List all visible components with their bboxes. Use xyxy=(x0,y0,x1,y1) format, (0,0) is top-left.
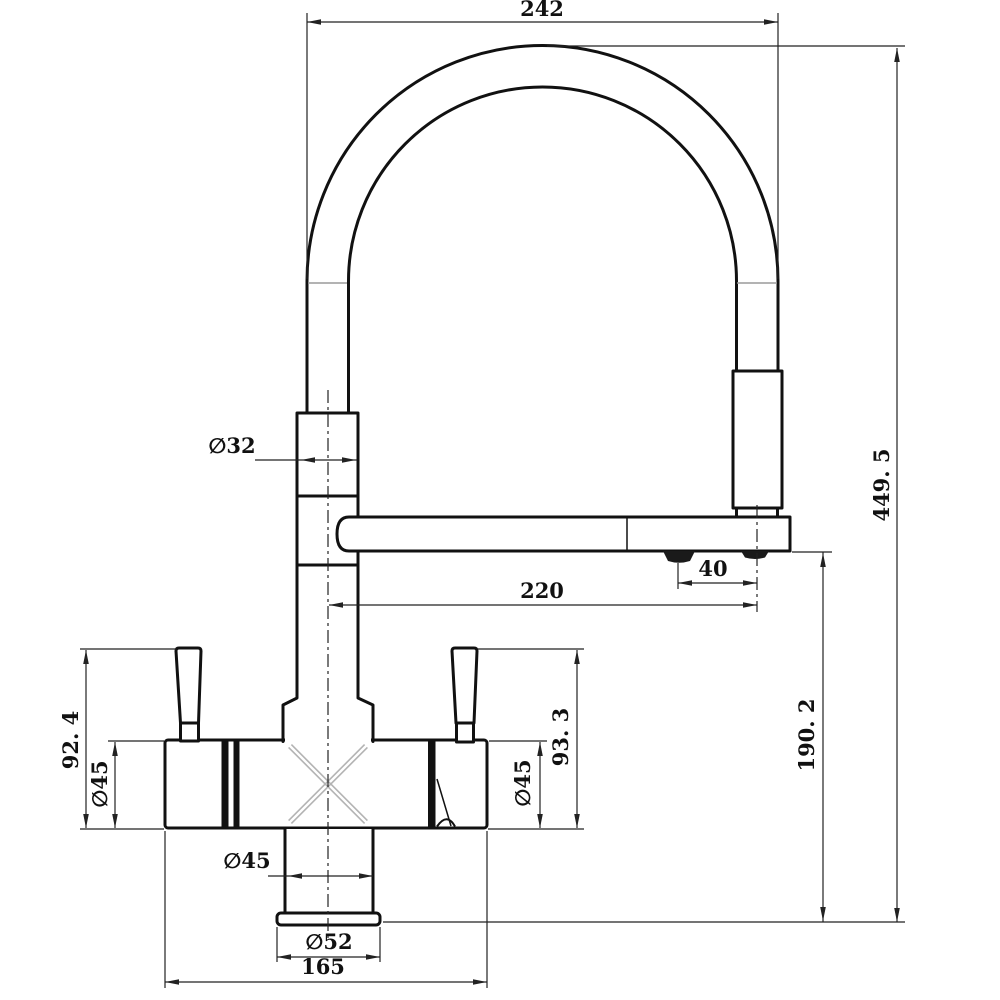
dimension-arrows xyxy=(83,19,900,985)
dim-base-flange-diameter: ∅52 xyxy=(305,929,352,954)
dim-right-body-diameter: ∅45 xyxy=(510,759,535,806)
dim-base-column-diameter: ∅45 xyxy=(223,848,270,873)
hose-arc xyxy=(305,44,780,415)
dim-nozzle-offset: 40 xyxy=(698,556,727,581)
dimension-lines xyxy=(85,21,898,983)
right-joint-arc xyxy=(436,818,456,828)
left-collar-ring xyxy=(221,741,229,827)
dimension-labels: 242 449. 5 ∅32 40 220 190. 2 92. 4 ∅45 9… xyxy=(58,0,894,979)
dim-riser-diameter: ∅32 xyxy=(208,433,255,458)
right-handle xyxy=(450,646,479,744)
right-joint-line xyxy=(436,778,452,827)
dim-spout-clearance-height: 190. 2 xyxy=(794,698,819,771)
dim-hose-arc-width: 242 xyxy=(520,0,564,21)
dim-right-handle-height: 93. 3 xyxy=(548,708,573,766)
dim-left-handle-height: 92. 4 xyxy=(58,711,83,769)
base xyxy=(275,828,382,927)
right-collar-ring xyxy=(428,741,436,827)
left-collar-ring-2 xyxy=(233,741,240,827)
extension-lines xyxy=(80,13,905,988)
dim-body-width: 165 xyxy=(301,954,345,979)
body-cross xyxy=(163,563,489,830)
aerator-nozzles xyxy=(663,551,769,563)
dim-spout-reach: 220 xyxy=(520,578,564,603)
spout-arm xyxy=(335,515,792,553)
dim-overall-height: 449. 5 xyxy=(869,448,894,521)
centerlines xyxy=(327,390,758,938)
down-tube xyxy=(731,369,784,519)
left-handle xyxy=(174,646,203,743)
dim-left-body-diameter: ∅45 xyxy=(87,760,112,807)
